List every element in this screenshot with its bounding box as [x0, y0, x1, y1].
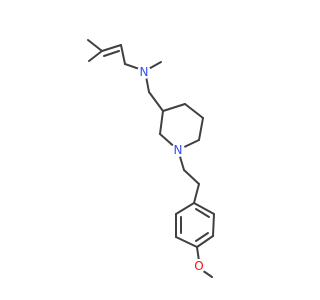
bond-c-double-1 [101, 44, 122, 52]
molecule-structure: N N O [87, 39, 215, 278]
ethyl-linker [177, 149, 200, 204]
bond-ar-6-1 [175, 202, 195, 215]
bond-ar-inner-a [195, 208, 210, 218]
amine-n-bg [137, 65, 151, 79]
bond-ring-c5-c6 [198, 117, 204, 141]
bond-ring-c2-c3 [159, 110, 164, 135]
bond-ar-2-3 [212, 213, 215, 237]
ring-nitrogen-label: N [174, 143, 183, 157]
bond-ar-inner-b [195, 232, 209, 242]
bond-ch2-ring [148, 91, 164, 112]
bond-ar-1-2 [193, 202, 215, 215]
bond-methyl1-c [87, 39, 103, 52]
prenyl-group [87, 39, 146, 72]
piperidine-ring [159, 103, 204, 151]
bond-ar-3-4 [196, 235, 214, 248]
bond-ar-o [196, 246, 200, 262]
methoxy-o-bg [192, 259, 206, 273]
ring-n-bg [171, 143, 185, 157]
bond-ch2a-ch2b [183, 169, 200, 185]
methoxy-oxygen-label: O [194, 259, 203, 273]
bond-ring-c3-c4 [162, 103, 186, 112]
atom-labels: N N O [137, 65, 206, 273]
bond-ar-4-5 [175, 236, 198, 248]
bond-ch2b-aryl [193, 183, 200, 204]
amine-nitrogen-label: N [140, 65, 149, 79]
benzene-ring [175, 202, 215, 248]
bond-c-double-2 [103, 50, 120, 57]
bond-methyl2-c [88, 50, 103, 62]
bond-ring-c4-c5 [184, 103, 204, 119]
bond-vinyl-ch2 [120, 44, 126, 65]
